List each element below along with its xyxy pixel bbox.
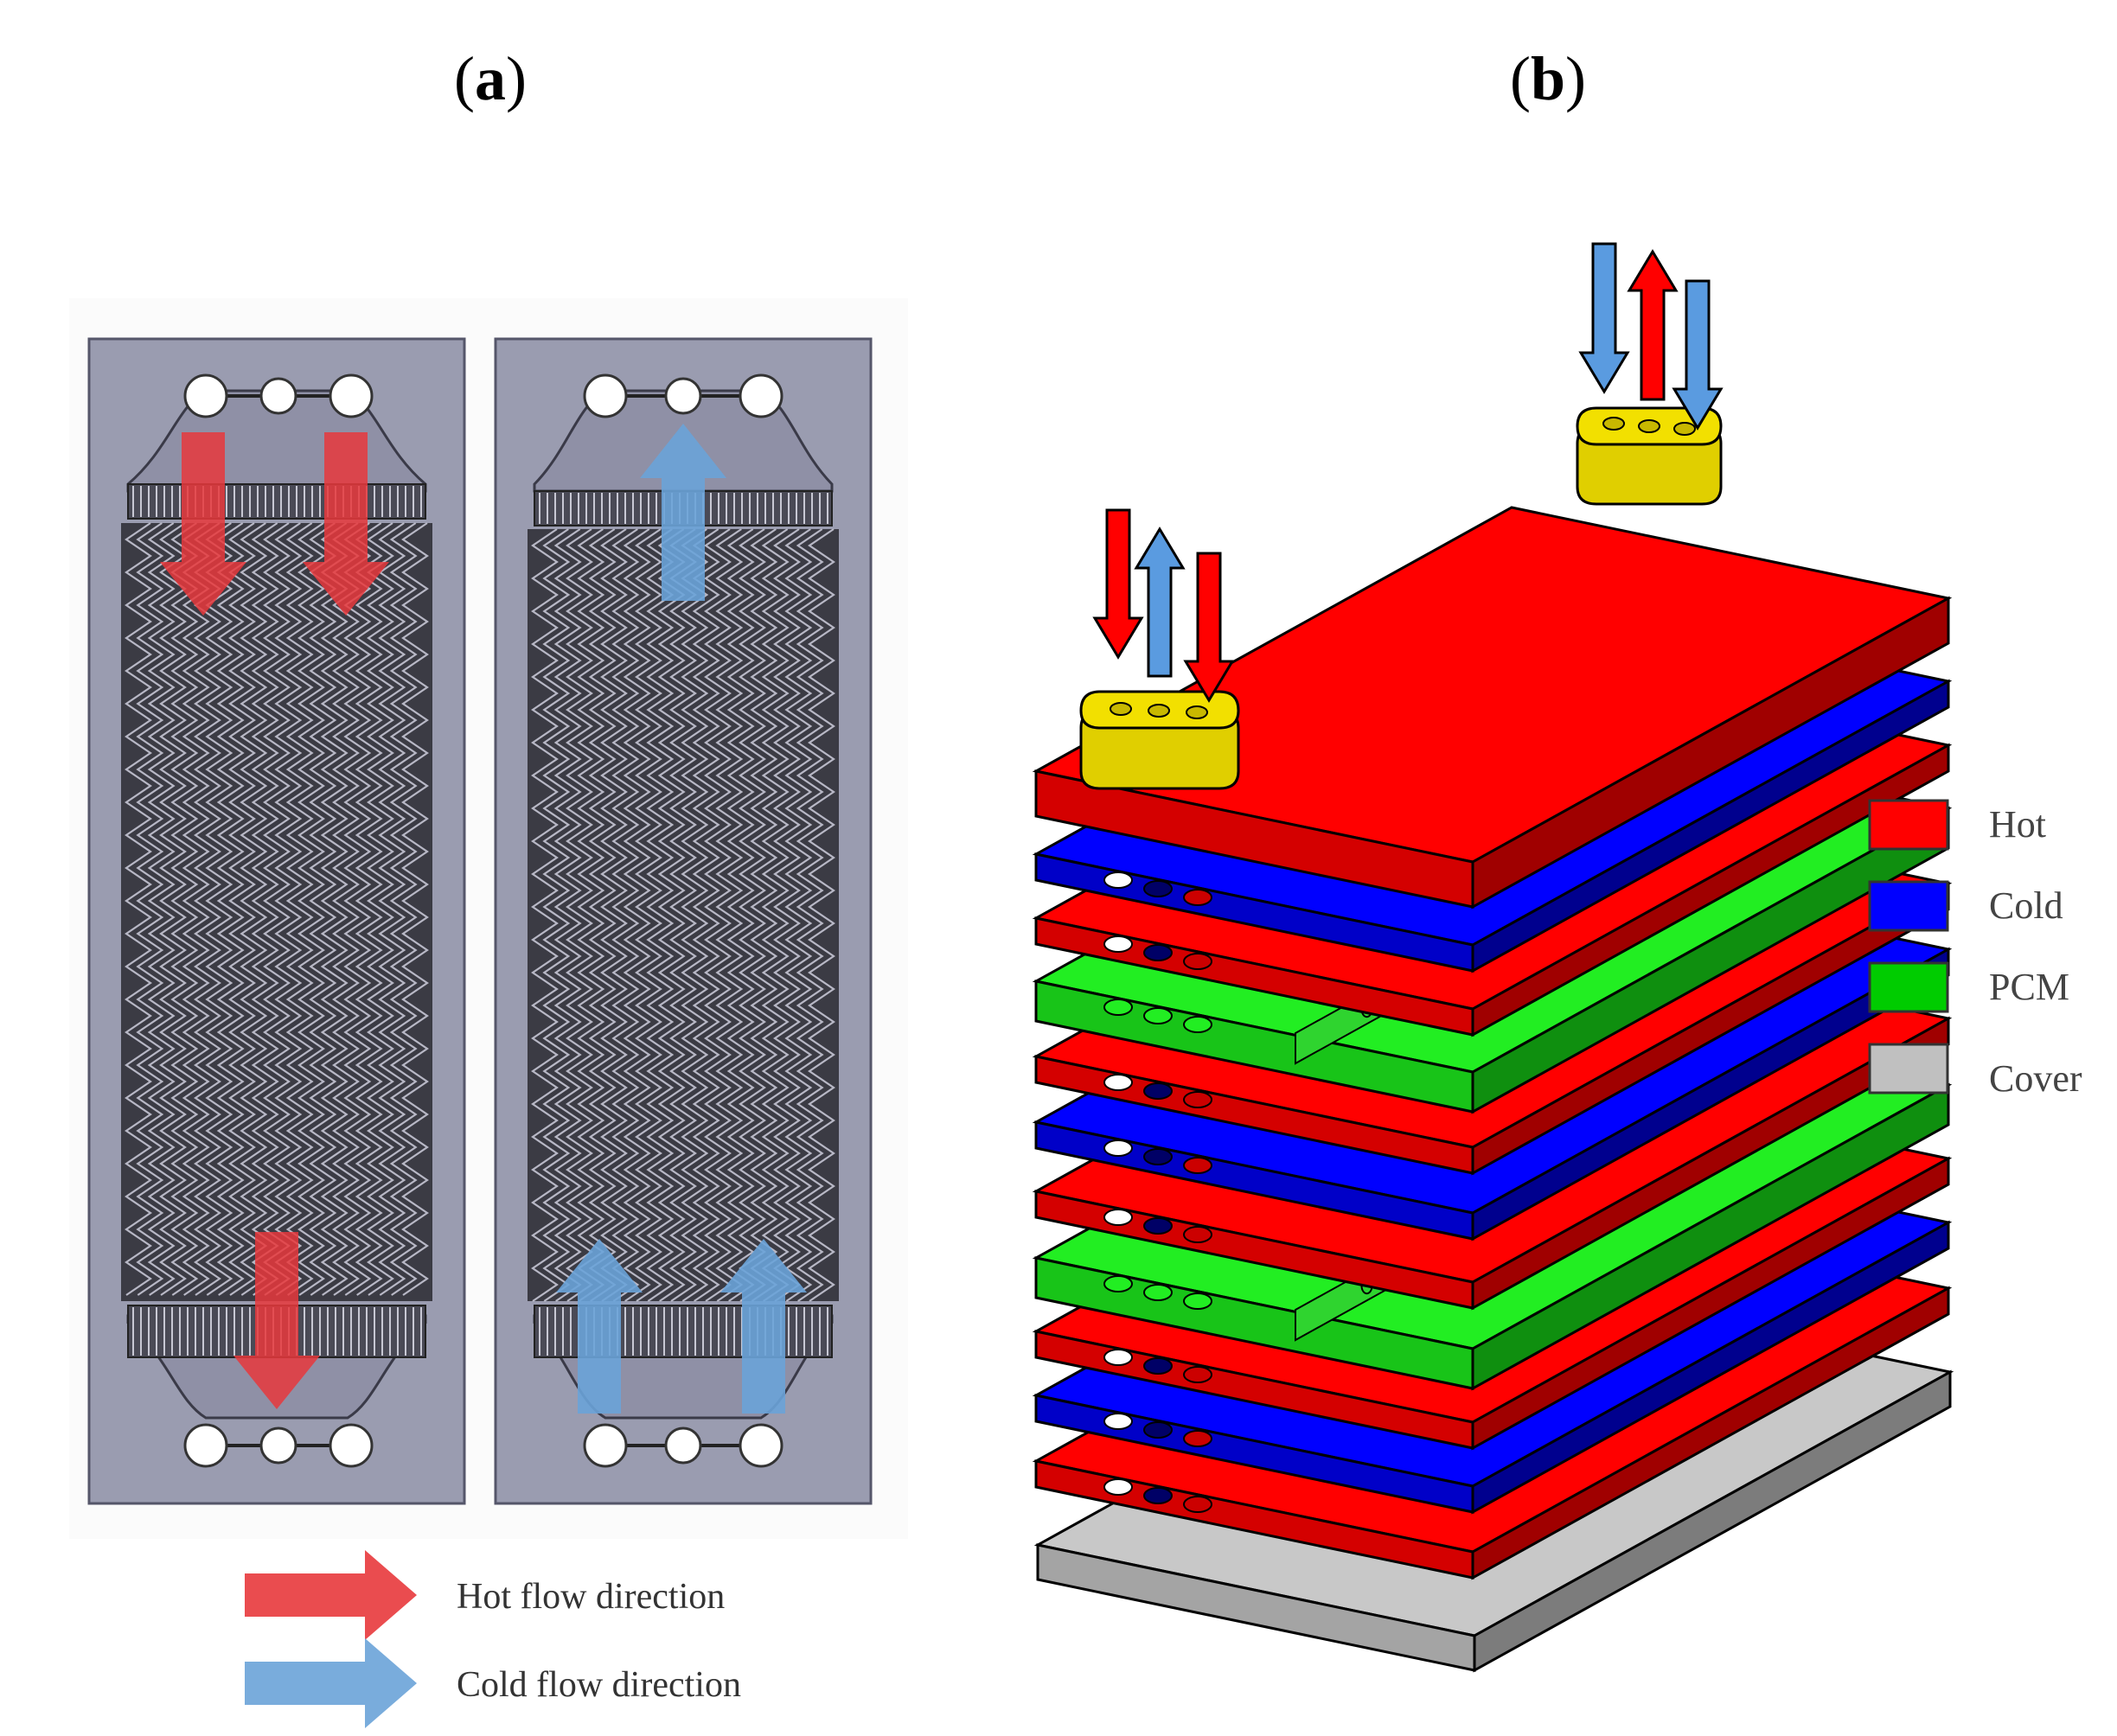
hot-flow-legend-arrow — [245, 1550, 417, 1640]
panel-b-label: (b) — [1510, 44, 1586, 113]
cold-flow-arrow — [720, 1239, 807, 1414]
hot-flow-arrow — [160, 432, 246, 616]
port-circle — [583, 1423, 628, 1468]
stack-layer-hot — [1032, 506, 1953, 909]
port-hole — [1103, 1139, 1133, 1157]
port-hole — [1143, 1082, 1173, 1100]
port-hole — [1103, 1413, 1133, 1430]
port-hole — [1103, 871, 1133, 889]
port-circle — [739, 1423, 783, 1468]
legend-label-hot: Hot — [1989, 803, 2046, 846]
port-hole — [1143, 1217, 1173, 1235]
port-circle — [329, 1423, 374, 1468]
legend-label-cold: Cold — [1989, 884, 2063, 927]
port-hole — [1143, 944, 1173, 961]
legend-swatch-cover — [1868, 1043, 1949, 1095]
port-hole — [1183, 1091, 1212, 1108]
port-hole — [1103, 1074, 1133, 1091]
legend-label-pcm: PCM — [1989, 966, 2069, 1008]
port-hole — [1183, 889, 1212, 906]
port-hole — [1143, 1357, 1173, 1375]
port-circle — [329, 373, 374, 418]
cold-inlet-arrow — [1578, 242, 1630, 394]
port-hole — [1103, 1209, 1133, 1226]
port-hole — [1103, 999, 1133, 1016]
port-circle — [183, 1423, 228, 1468]
port-hole — [1183, 1157, 1212, 1174]
port-hole — [1183, 1016, 1212, 1033]
port-circle — [664, 1426, 702, 1465]
port-circle — [259, 377, 297, 415]
cold-plate — [494, 337, 873, 1505]
port-hole — [1183, 1366, 1212, 1383]
port-hole — [1183, 1292, 1212, 1310]
panel-a-plates — [69, 298, 908, 1539]
port-hole — [1183, 1496, 1212, 1513]
port-hole — [1143, 1421, 1173, 1439]
hot-flow-arrow — [303, 432, 389, 616]
hot-outlet-arrow — [1627, 249, 1679, 401]
cold-flow-arrow — [640, 424, 726, 601]
legend-swatch-hot — [1868, 799, 1949, 851]
legend-swatch-pcm — [1868, 961, 1949, 1013]
port-hole — [1183, 953, 1212, 970]
port-hole — [1143, 1284, 1173, 1301]
port-hole — [1103, 1349, 1133, 1366]
cold-flow-legend-label: Cold flow direction — [457, 1665, 741, 1705]
layer-legend: Hot Cold PCM Cover — [1868, 799, 2082, 1100]
legend-label-cover: Cover — [1989, 1057, 2082, 1100]
cold-flow-legend-arrow — [245, 1638, 417, 1728]
hot-flow-legend-label: Hot flow direction — [457, 1577, 725, 1617]
port-circle — [739, 373, 783, 418]
panel-b-stack — [1032, 242, 1954, 1673]
port-circle — [664, 377, 702, 415]
hot-plate — [87, 337, 466, 1505]
port-circle — [259, 1426, 297, 1465]
hot-inlet-arrow — [1183, 552, 1235, 703]
port-hole — [1103, 1275, 1133, 1292]
cold-inlet-arrow — [1672, 279, 1724, 431]
cold-flow-arrow — [556, 1239, 643, 1414]
cold-outlet-arrow — [1134, 527, 1186, 678]
connector-block-back — [1576, 406, 1723, 506]
port-circle — [183, 373, 228, 418]
flow-legend: Hot flow direction Cold flow direction — [245, 1550, 741, 1728]
port-hole — [1143, 1487, 1173, 1504]
hot-flow-arrow — [233, 1232, 320, 1409]
port-hole — [1183, 1226, 1212, 1243]
port-hole — [1143, 1007, 1173, 1024]
legend-swatch-cold — [1868, 880, 1949, 932]
port-hole — [1143, 880, 1173, 897]
hot-inlet-arrow — [1092, 508, 1144, 660]
port-hole — [1183, 1430, 1212, 1447]
panel-a-label: (a) — [454, 44, 527, 113]
port-hole — [1103, 935, 1133, 953]
port-hole — [1143, 1148, 1173, 1165]
port-circle — [583, 373, 628, 418]
port-hole — [1103, 1478, 1133, 1496]
connector-block-front — [1079, 690, 1240, 790]
